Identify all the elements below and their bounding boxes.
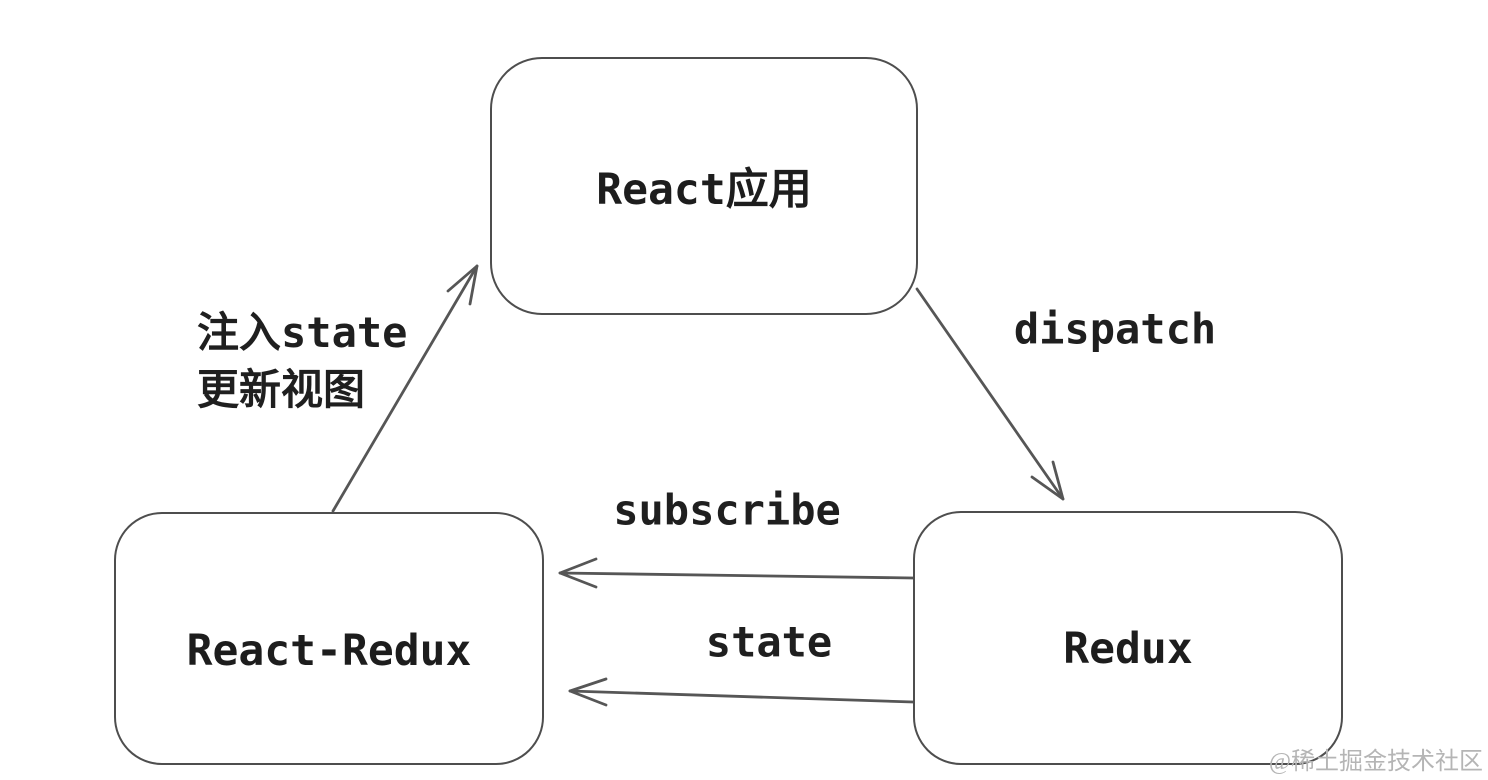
subscribe-edge-label: subscribe — [613, 485, 841, 535]
state-arrow-shaft — [568, 689, 915, 704]
subscribe-arrow-shaft — [558, 571, 915, 580]
node-react-app: React应用 — [490, 57, 918, 315]
node-redux-label: Redux — [1063, 624, 1193, 674]
subscribe-arrowhead-icon — [558, 557, 598, 589]
inject-state-edge-label-line1: 注入state — [197, 308, 408, 357]
inject-state-edge-label-line2: 更新视图 — [197, 365, 366, 414]
state-arrowhead-icon — [568, 677, 608, 707]
state-arrow — [568, 677, 915, 707]
node-react-redux: React-Redux — [114, 512, 544, 765]
node-react-app-label: React应用 — [596, 165, 812, 215]
node-redux: Redux — [913, 511, 1343, 765]
inject-arrowhead-icon — [446, 264, 479, 306]
dispatch-arrowhead-icon — [1030, 460, 1065, 501]
subscribe-arrow — [558, 557, 915, 589]
juejin-watermark: @稀土掘金技术社区 — [1268, 749, 1483, 775]
node-react-redux-label: React-Redux — [186, 625, 472, 676]
inject-state-edge-label: 注入state 更新视图 — [197, 304, 407, 418]
state-edge-label: state — [705, 617, 833, 667]
dispatch-edge-label: dispatch — [1013, 304, 1217, 354]
